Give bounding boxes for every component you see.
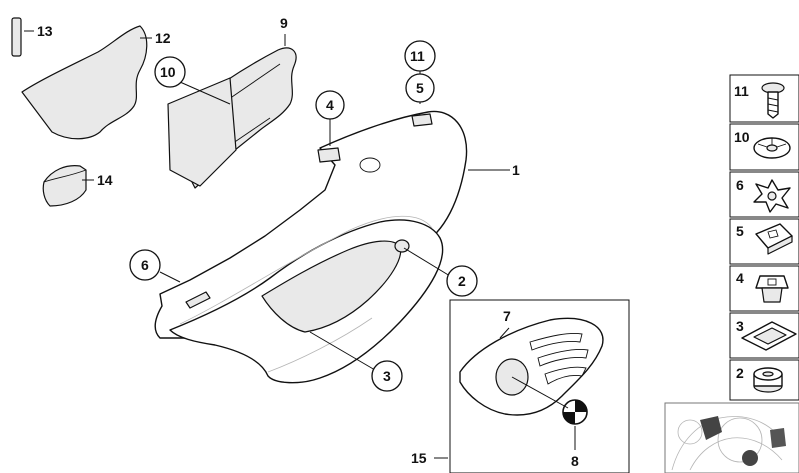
- callout-12: 12: [155, 30, 171, 46]
- callout-4: 4: [326, 97, 334, 113]
- callout-7: 7: [503, 308, 511, 324]
- side-label-3: 3: [736, 318, 744, 334]
- strip-part: [11, 17, 22, 57]
- side-panel-part: [154, 110, 468, 384]
- foam-block-part: [42, 165, 87, 207]
- side-label-6: 6: [736, 177, 744, 193]
- small-parts-column: [729, 74, 799, 401]
- side-label-2: 2: [736, 365, 744, 381]
- rubber-flap-part: [21, 25, 148, 140]
- spring-clip-icon: [755, 223, 793, 255]
- emblem-detail-box: [449, 299, 630, 473]
- callout-13: 13: [37, 23, 53, 39]
- side-label-5: 5: [736, 223, 744, 239]
- callout-1: 1: [512, 162, 520, 178]
- callout-2: 2: [458, 273, 466, 289]
- callout-8: 8: [571, 453, 579, 469]
- plastic-nut-icon: [755, 275, 789, 303]
- side-label-4: 4: [736, 270, 744, 286]
- pad-part: [167, 77, 237, 187]
- leader-lines: [24, 30, 576, 459]
- callout-9: 9: [280, 15, 288, 31]
- callout-10: 10: [160, 64, 176, 80]
- callout-5: 5: [416, 80, 424, 96]
- screw-icon: [761, 82, 785, 119]
- callout-6: 6: [141, 257, 149, 273]
- clip-washer-icon: [753, 137, 791, 159]
- side-label-10: 10: [734, 129, 750, 145]
- motorcycle-thumbnail: [664, 402, 799, 473]
- grommet-icon: [753, 367, 783, 393]
- callout-11: 11: [410, 48, 425, 64]
- side-label-11: 11: [734, 83, 749, 99]
- seal-icon: [741, 321, 797, 351]
- callout-bubbles: [129, 40, 478, 392]
- callout-14: 14: [97, 172, 113, 188]
- callout-3: 3: [383, 368, 391, 384]
- callout-15: 15: [411, 450, 427, 466]
- star-nut-icon: [753, 179, 791, 213]
